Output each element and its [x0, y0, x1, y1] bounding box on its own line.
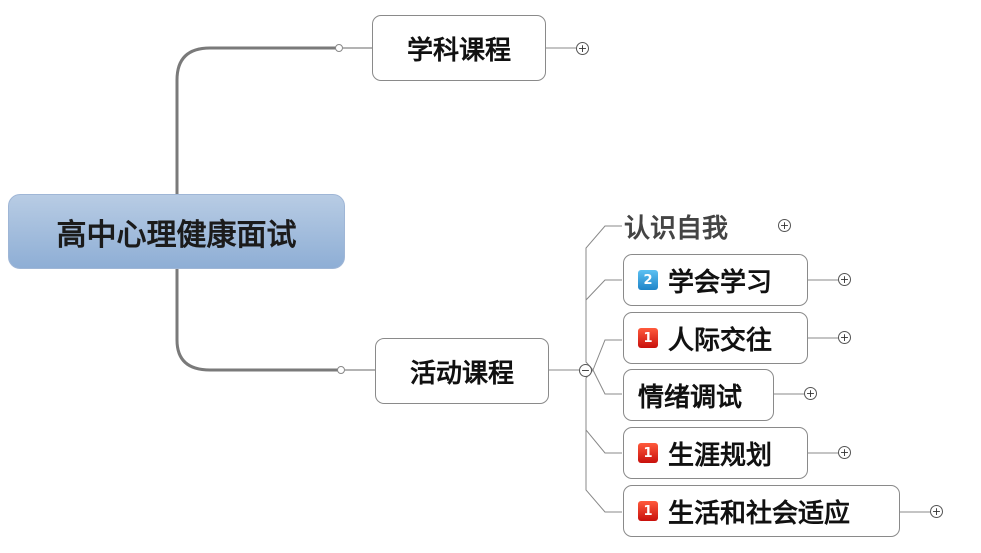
topic-label: 学科课程: [406, 35, 511, 66]
subtopic-label: 认识自我: [624, 214, 729, 244]
subtopic-label: 人际交往: [668, 325, 773, 356]
priority-badge: 1: [638, 328, 658, 348]
root-topic[interactable]: 高中心理健康面试: [8, 194, 345, 269]
subtopic-life-adaptation[interactable]: 1 生活和社会适应: [623, 485, 900, 537]
subtopic-interpersonal[interactable]: 1 人际交往: [623, 312, 808, 364]
priority-badge: 2: [638, 270, 658, 290]
expand-toggle[interactable]: +: [838, 273, 851, 286]
subtopic-emotion-regulation[interactable]: 情绪调试: [623, 369, 774, 421]
subtopic-label: 生活和社会适应: [668, 498, 851, 529]
root-topic-label: 高中心理健康面试: [56, 217, 297, 253]
connector-dot: [337, 366, 345, 374]
topic-label: 活动课程: [409, 358, 514, 389]
expand-toggle[interactable]: +: [576, 42, 589, 55]
expand-toggle[interactable]: +: [930, 505, 943, 518]
subtopic-learn-to-learn[interactable]: 2 学会学习: [623, 254, 808, 306]
topic-activity-courses[interactable]: 活动课程: [375, 338, 549, 404]
priority-badge: 1: [638, 443, 658, 463]
subtopic-know-yourself[interactable]: 认识自我: [624, 208, 728, 245]
collapse-toggle[interactable]: −: [579, 364, 592, 377]
connector-dot: [335, 44, 343, 52]
topic-subject-courses[interactable]: 学科课程: [372, 15, 546, 81]
expand-toggle[interactable]: +: [778, 219, 791, 232]
subtopic-label: 生涯规划: [668, 440, 773, 471]
expand-toggle[interactable]: +: [838, 331, 851, 344]
expand-toggle[interactable]: +: [838, 446, 851, 459]
subtopic-label: 情绪调试: [638, 382, 743, 413]
priority-badge: 1: [638, 501, 658, 521]
expand-toggle[interactable]: +: [804, 387, 817, 400]
subtopic-label: 学会学习: [668, 267, 773, 298]
subtopic-career-planning[interactable]: 1 生涯规划: [623, 427, 808, 479]
